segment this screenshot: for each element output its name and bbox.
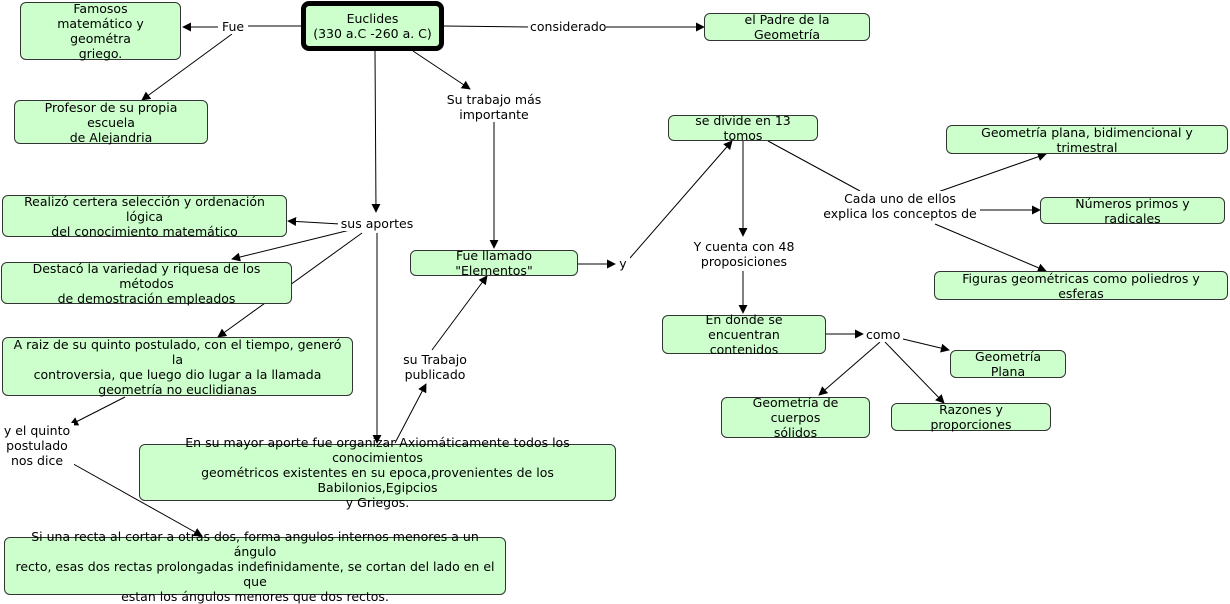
link-publicado: su Trabajo publicado [398, 352, 472, 382]
node-cuerpos-text: Geometría de cuerpos sólidos [752, 395, 839, 440]
link-fue: Fue [218, 19, 248, 34]
node-destaco[interactable]: Destacó la variedad y riquesa de los mét… [1, 260, 292, 306]
node-geo-plana-bi-text: Geometría plana, bidimencional y trimest… [981, 124, 1193, 155]
line-tomos-cada [767, 140, 861, 192]
node-famosos[interactable]: Famosos matemático y geométra griego. [20, 1, 181, 61]
node-realizo-text: Realizó certera selección y ordenación l… [24, 193, 265, 239]
node-realizo[interactable]: Realizó certera selección y ordenación l… [2, 193, 287, 239]
node-euclides[interactable]: Euclides (330 a.C -260 a. C) [301, 1, 444, 51]
line-mayor-publicado [394, 383, 427, 444]
arrow-cada-figuras [934, 223, 1047, 272]
node-padre[interactable]: el Padre de la Geometría [704, 12, 870, 42]
node-mayor-aporte-text: En su mayor aporte fue organizar Axiomát… [185, 435, 570, 510]
node-cuerpos[interactable]: Geometría de cuerpos sólidos [721, 395, 870, 440]
node-raiz[interactable]: A raiz de su quinto postulado, con el ti… [2, 336, 353, 397]
node-elementos[interactable]: Fue llamado "Elementos" [410, 248, 578, 278]
node-profesor[interactable]: Profesor de su propia escuela de Alejand… [14, 99, 208, 145]
arrow-aportes-destaco [231, 229, 351, 262]
arrow-cada-geoplanabi [934, 152, 1047, 194]
node-famosos-text: Famosos matemático y geométra griego. [57, 1, 144, 61]
node-razones[interactable]: Razones y proporciones [891, 402, 1051, 432]
node-padre-text: el Padre de la Geometría [744, 12, 830, 42]
link-como: como [864, 327, 902, 342]
node-razones-text: Razones y proporciones [930, 402, 1012, 432]
node-geo-plana-bi[interactable]: Geometría plana, bidimencional y trimest… [946, 124, 1228, 155]
node-primos[interactable]: Números primos y radicales [1040, 195, 1225, 226]
node-tomos[interactable]: se divide en 13 tomos [668, 113, 818, 143]
node-figuras-text: Figuras geométricas como poliedros y esf… [962, 270, 1200, 301]
link-aportes: sus aportes [338, 216, 416, 231]
node-euclides-text: Euclides (330 a.C -260 a. C) [313, 11, 432, 41]
node-destaco-text: Destacó la variedad y riquesa de los mét… [32, 260, 261, 306]
arrow-y-tomos [629, 140, 733, 259]
link-trabajo: Su trabajo más importante [440, 92, 548, 122]
node-contenidos[interactable]: En donde se encuentran contenidos [662, 312, 826, 357]
arrow-como-geoplana [902, 338, 950, 353]
node-elementos-text: Fue llamado "Elementos" [455, 248, 533, 278]
arrow-raiz-quinto [69, 396, 126, 426]
arrow-publicado-elementos [431, 275, 488, 351]
link-cuenta: Y cuenta con 48 proposiciones [690, 239, 798, 269]
node-figuras[interactable]: Figuras geométricas como poliedros y esf… [934, 270, 1228, 301]
node-contenidos-text: En donde se encuentran contenidos [705, 312, 783, 357]
node-primos-text: Números primos y radicales [1075, 195, 1190, 226]
arrow-como-cuerpos [818, 341, 881, 396]
node-geo-plana-text: Geometría Plana [974, 349, 1042, 379]
arrow-fue-profesor [141, 33, 233, 101]
line-euclides-trabajo [412, 50, 471, 90]
arrow-euclides-aportes [371, 50, 381, 213]
link-quinto: y el quinto postulado nos dice [0, 423, 74, 468]
link-considerado: considerado [528, 19, 607, 34]
node-raiz-text: A raiz de su quinto postulado, con el ti… [13, 336, 342, 397]
node-profesor-text: Profesor de su propia escuela de Alejand… [44, 99, 178, 145]
arrow-aportes-realizo [287, 216, 341, 226]
arrow-quinto-recta [67, 460, 203, 537]
node-mayor-aporte[interactable]: En su mayor aporte fue organizar Axiomát… [139, 435, 616, 510]
arrow-como-razones [884, 341, 945, 404]
link-y: y [616, 256, 630, 271]
line-euclides-considerado [443, 25, 531, 28]
node-recta[interactable]: Si una recta al cortar a otras dos, form… [4, 529, 506, 604]
node-recta-text: Si una recta al cortar a otras dos, form… [15, 528, 495, 604]
node-geo-plana[interactable]: Geometría Plana [950, 349, 1066, 379]
link-cada: Cada uno de ellos explica los conceptos … [820, 191, 980, 221]
node-tomos-text: se divide en 13 tomos [695, 113, 791, 143]
